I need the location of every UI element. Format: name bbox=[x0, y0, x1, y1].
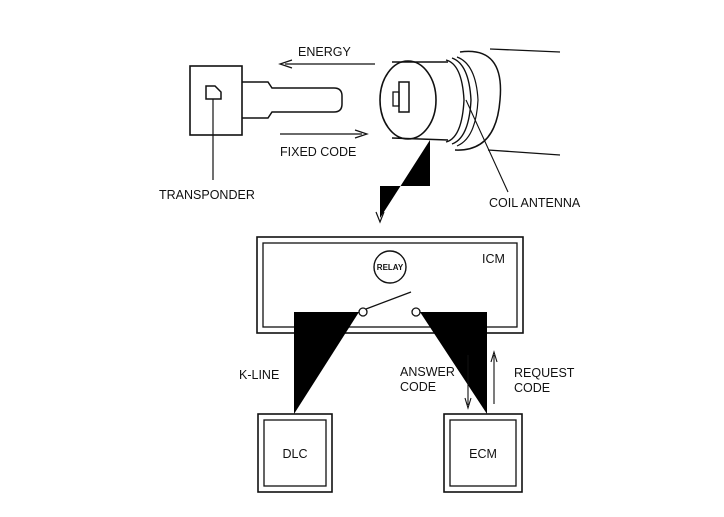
relay-label: RELAY bbox=[377, 263, 404, 272]
coil-ring-2 bbox=[451, 57, 472, 145]
k-line-label: K-LINE bbox=[239, 368, 279, 382]
key-blade bbox=[242, 81, 343, 119]
icm-module bbox=[256, 236, 524, 414]
antenna-wire bbox=[380, 140, 430, 218]
switch-contact-left bbox=[358, 307, 368, 317]
key-head bbox=[189, 65, 243, 136]
request-code-label-line1: REQUEST bbox=[514, 366, 575, 380]
ecm-module bbox=[443, 413, 523, 493]
fixed-code-arrow bbox=[280, 129, 369, 139]
icm-outer bbox=[256, 236, 524, 334]
dlc-label: DLC bbox=[282, 447, 307, 461]
request-code-label-line2: CODE bbox=[514, 381, 550, 395]
energy-label: ENERGY bbox=[298, 45, 351, 59]
coil-ring-1 bbox=[445, 59, 465, 143]
key bbox=[189, 65, 343, 180]
transponder-label: TRANSPONDER bbox=[159, 188, 255, 202]
switch-lever bbox=[365, 291, 412, 310]
answer-code-label-line1: ANSWER bbox=[400, 365, 455, 379]
fixed-code-label: FIXED CODE bbox=[280, 145, 356, 159]
cylinder-flange bbox=[454, 50, 502, 151]
energy-arrow bbox=[278, 59, 375, 69]
dlc-module bbox=[257, 413, 333, 493]
icm-inner bbox=[262, 242, 518, 328]
ecm-label: ECM bbox=[469, 447, 497, 461]
switch-contact-right bbox=[411, 307, 421, 317]
key-slot bbox=[398, 81, 410, 113]
coil-antenna-leader bbox=[465, 99, 509, 193]
coil-antenna-label: COIL ANTENNA bbox=[489, 196, 581, 210]
answer-code-arrow bbox=[464, 355, 472, 410]
coil-ring-3 bbox=[456, 56, 479, 147]
relay-circle bbox=[373, 250, 407, 284]
answer-code-label-line2: CODE bbox=[400, 380, 436, 394]
request-code-arrow bbox=[490, 350, 498, 404]
ignition-cylinder bbox=[375, 48, 561, 224]
cylinder-face bbox=[379, 60, 437, 140]
transponder-chip bbox=[205, 85, 222, 100]
icm-label: ICM bbox=[482, 252, 505, 266]
